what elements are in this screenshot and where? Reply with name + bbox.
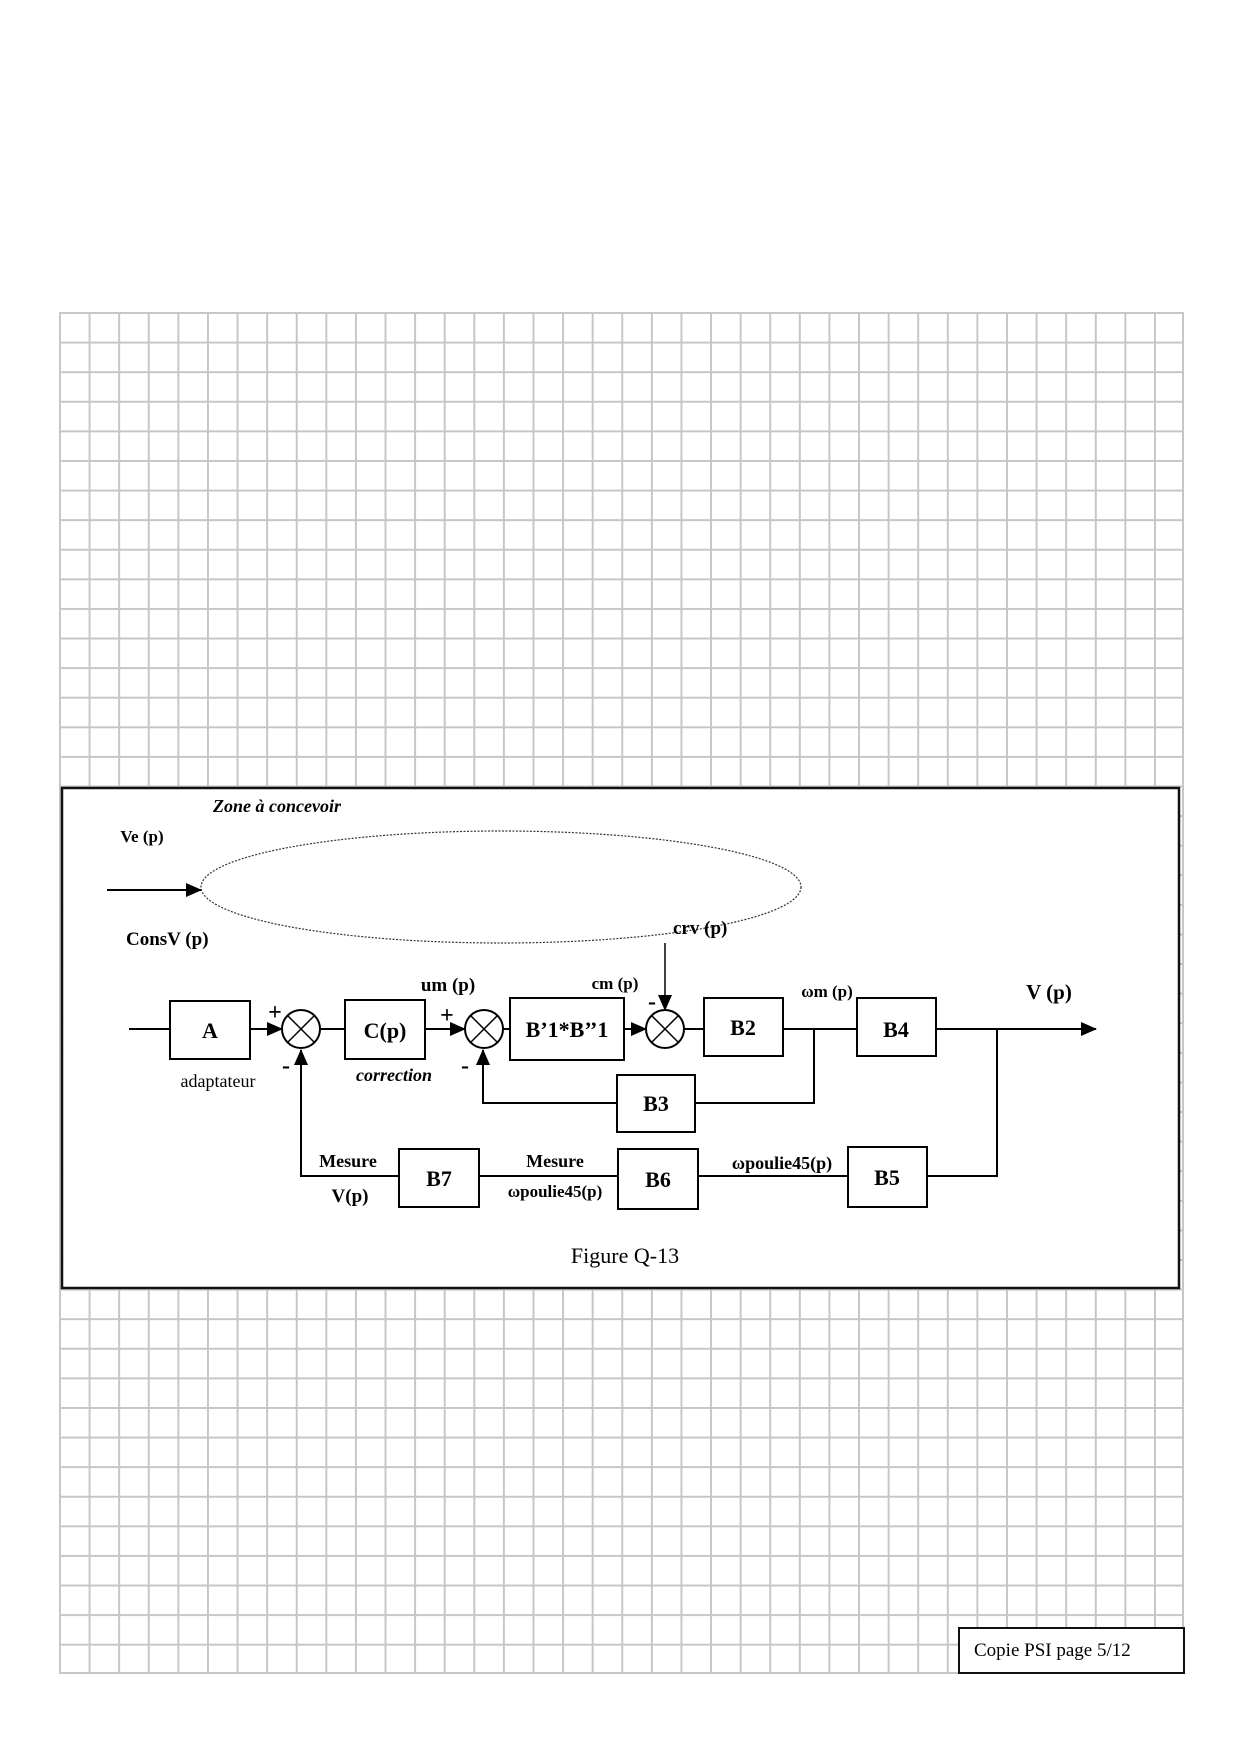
signal-wm: ωm (p): [801, 982, 853, 1001]
block-b4-label: B4: [883, 1017, 909, 1042]
signal-um: um (p): [421, 975, 475, 996]
signal-v: V (p): [1026, 980, 1072, 1004]
outer-feedback-in: [927, 1029, 998, 1177]
mesure-wpoulie-label-2: ωpoulie45(p): [508, 1182, 603, 1201]
block-a-caption: adaptateur: [181, 1071, 256, 1091]
block-b4: [856, 997, 937, 1057]
block-c: [344, 999, 426, 1060]
block-b2-label: B2: [730, 1015, 756, 1040]
figure-caption: Figure Q-13: [571, 1243, 679, 1268]
sum3-minus: -: [648, 989, 656, 1015]
zone-label: Zone à concevoir: [212, 796, 342, 816]
block-b7-label: B7: [426, 1166, 452, 1191]
mesure-v-label-1: Mesure: [319, 1151, 377, 1171]
block-b7: [398, 1148, 480, 1208]
outer-feedback-arrow: [294, 1049, 399, 1177]
summing-junction-3: [645, 1009, 685, 1049]
block-b3-label: B3: [643, 1091, 669, 1116]
block-b5: [847, 1146, 928, 1208]
block-a-label: A: [202, 1018, 218, 1043]
block-b1: [509, 997, 625, 1061]
signal-wpoulie45: ωpoulie45(p): [732, 1153, 832, 1174]
page-number-box: Copie PSI page 5/12: [958, 1627, 1185, 1674]
block-b2: [703, 997, 784, 1057]
sum2-plus: +: [440, 1003, 454, 1029]
sum1-minus: -: [282, 1053, 290, 1079]
design-zone-ellipse: [200, 830, 802, 944]
block-c-label: C(p): [364, 1018, 407, 1043]
mesure-v-label-2: V(p): [332, 1186, 369, 1207]
b3-feedback-arrow: [476, 1049, 617, 1104]
summing-junction-1: [281, 1009, 321, 1049]
signal-ve: Ve (p): [120, 827, 163, 846]
b3-feedback-in: [695, 1029, 815, 1104]
summing-junction-2: [464, 1009, 504, 1049]
block-b6: [617, 1148, 699, 1210]
block-c-caption: correction: [356, 1065, 432, 1085]
page-label: Copie PSI page 5/12: [974, 1640, 1131, 1661]
block-b5-label: B5: [874, 1165, 900, 1190]
sum1-plus: +: [268, 1000, 282, 1026]
block-b1-label: B’1*B’’1: [526, 1017, 609, 1042]
mesure-wpoulie-label-1: Mesure: [526, 1151, 584, 1171]
block-a: [169, 1000, 251, 1060]
sum2-minus: -: [461, 1053, 469, 1079]
signal-crv: crv (p): [673, 918, 727, 939]
block-b3: [616, 1074, 696, 1133]
block-b6-label: B6: [645, 1167, 671, 1192]
signal-consv: ConsV (p): [126, 929, 209, 950]
signal-cm: cm (p): [592, 974, 639, 993]
